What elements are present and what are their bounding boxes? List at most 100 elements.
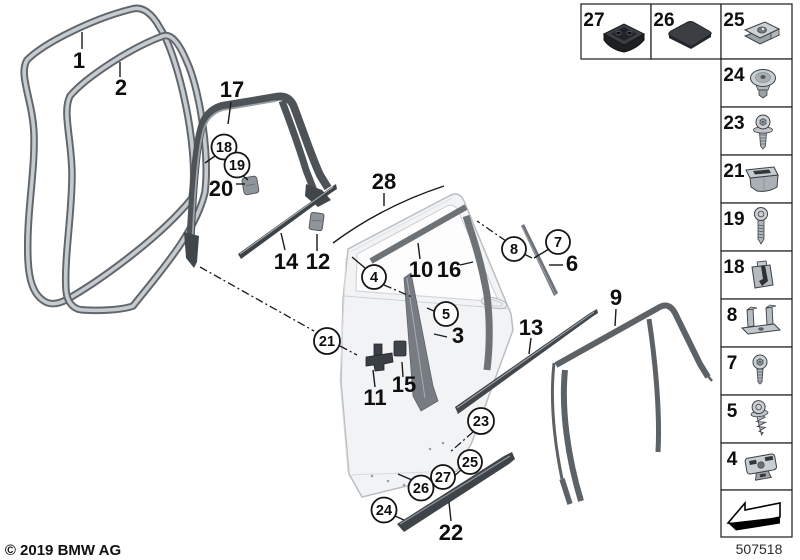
callout-circled-8[interactable]: 8 xyxy=(501,236,527,262)
window-frame-trim xyxy=(184,92,332,268)
svg-text:7: 7 xyxy=(727,353,738,374)
door-clip-15 xyxy=(393,340,407,357)
legend-cell-26[interactable]: 26 xyxy=(650,3,722,60)
door-seal-inner xyxy=(61,31,210,315)
legend-cell-arrow[interactable] xyxy=(720,489,793,538)
frame-foot-right xyxy=(305,184,331,207)
legend-cell-19[interactable]: 19 xyxy=(720,202,793,252)
svg-text:26: 26 xyxy=(653,10,674,31)
callout-6[interactable]: 6 xyxy=(566,251,578,276)
callout-circled-25[interactable]: 25 xyxy=(457,449,483,475)
copyright-text: © 2019 BMW AG xyxy=(5,542,121,559)
plain-callouts: 1 2 17 20 14 12 28 10 16 6 3 13 9 11 15 … xyxy=(73,48,622,545)
legend-cell-4[interactable]: 4 xyxy=(720,442,793,491)
legend-cell-8[interactable]: 8 xyxy=(720,298,793,348)
window-trim-strip-10 xyxy=(369,204,468,264)
callout-circled-7[interactable]: 7 xyxy=(545,229,571,255)
svg-text:25: 25 xyxy=(462,455,478,471)
legend-cell-23[interactable]: 23 xyxy=(720,106,793,156)
expanding-rivet-icon xyxy=(750,69,776,99)
callout-9[interactable]: 9 xyxy=(610,285,622,310)
pillar-trim-3 xyxy=(403,272,439,412)
svg-text:27: 27 xyxy=(583,10,604,31)
frame-foot-left xyxy=(184,232,199,268)
callout-circled-5[interactable]: 5 xyxy=(433,301,459,327)
svg-text:25: 25 xyxy=(723,10,745,31)
legend-cell-25[interactable]: 25 xyxy=(720,3,793,60)
svg-text:18: 18 xyxy=(723,257,744,278)
rear-frame-seal-9 xyxy=(550,302,713,505)
legend-cell-7[interactable]: 7 xyxy=(720,346,793,396)
belt-strip-13 xyxy=(455,309,598,414)
clamp-bracket-icon xyxy=(740,304,782,335)
callout-14[interactable]: 14 xyxy=(274,249,299,274)
circled-callouts: 18 19 4 5 8 7 21 23 25 27 26 24 xyxy=(210,133,571,524)
svg-text:23: 23 xyxy=(723,113,744,134)
callout-20[interactable]: 20 xyxy=(209,176,233,201)
callout-10[interactable]: 10 xyxy=(409,257,433,282)
svg-text:8: 8 xyxy=(510,242,518,258)
callout-circled-19[interactable]: 19 xyxy=(223,151,251,179)
legend-cell-5[interactable]: 5 xyxy=(720,394,793,444)
belt-strip-14 xyxy=(238,184,337,259)
sill-strip-22 xyxy=(397,452,515,532)
legend-cell-24[interactable]: 24 xyxy=(720,58,793,108)
screw-washer-icon xyxy=(753,114,773,150)
callout-15[interactable]: 15 xyxy=(392,372,416,397)
callout-2[interactable]: 2 xyxy=(115,75,127,100)
svg-text:4: 4 xyxy=(727,449,738,470)
callout-16[interactable]: 16 xyxy=(437,257,461,282)
legend-cell-21[interactable]: 21 xyxy=(720,154,793,204)
svg-text:4: 4 xyxy=(370,270,378,286)
legend-cell-27[interactable]: 27 xyxy=(580,3,652,60)
fastener-dots xyxy=(370,441,445,487)
callout-12[interactable]: 12 xyxy=(306,249,330,274)
cage-grommet-icon xyxy=(745,166,779,192)
door-seal-outer xyxy=(20,4,198,308)
window-guide-16 xyxy=(462,214,493,371)
retaining-clip-icon xyxy=(751,260,774,289)
svg-text:5: 5 xyxy=(442,307,450,323)
parts-legend-grid: 27 26 25 xyxy=(580,3,793,538)
sheet-metal-nut-icon xyxy=(744,453,778,481)
callout-circled-18[interactable]: 18 xyxy=(210,133,238,161)
callout-1[interactable]: 1 xyxy=(73,48,85,73)
callout-circled-4[interactable]: 4 xyxy=(361,264,387,290)
svg-text:7: 7 xyxy=(554,235,562,251)
callout-11[interactable]: 11 xyxy=(363,385,386,410)
svg-text:23: 23 xyxy=(473,414,489,430)
tapping-screw-icon xyxy=(750,400,769,436)
adhesive-pad-icon xyxy=(668,21,712,49)
clip-20 xyxy=(241,175,260,196)
square-grommet-icon xyxy=(602,23,646,53)
torx-screw-icon xyxy=(752,354,768,385)
callout-17[interactable]: 17 xyxy=(220,77,244,102)
trim-strip-6 xyxy=(521,224,558,296)
clamp-nut-icon xyxy=(743,21,781,45)
callout-13[interactable]: 13 xyxy=(519,315,543,340)
callout-22[interactable]: 22 xyxy=(439,520,463,545)
door-bracket-11 xyxy=(365,343,394,372)
callout-circled-23[interactable]: 23 xyxy=(467,407,495,435)
svg-text:18: 18 xyxy=(216,140,232,156)
legend-cell-18[interactable]: 18 xyxy=(720,250,793,300)
svg-text:26: 26 xyxy=(413,481,429,497)
diagram-number: 507518 xyxy=(736,541,783,557)
svg-text:24: 24 xyxy=(723,65,745,86)
callout-3[interactable]: 3 xyxy=(452,323,464,348)
svg-text:8: 8 xyxy=(727,305,738,326)
callout-28[interactable]: 28 xyxy=(372,169,396,194)
svg-text:19: 19 xyxy=(229,158,245,174)
leader-lines xyxy=(81,32,617,522)
clip-12 xyxy=(308,212,325,232)
long-screw-icon xyxy=(754,207,768,245)
callout-circled-24[interactable]: 24 xyxy=(370,496,398,524)
callout-circled-21[interactable]: 21 xyxy=(313,327,341,355)
svg-text:5: 5 xyxy=(727,401,738,422)
svg-text:24: 24 xyxy=(376,503,392,519)
callout-circled-26[interactable]: 26 xyxy=(407,474,435,502)
callout-circled-27[interactable]: 27 xyxy=(430,464,456,490)
direction-arrow-icon xyxy=(726,500,781,531)
